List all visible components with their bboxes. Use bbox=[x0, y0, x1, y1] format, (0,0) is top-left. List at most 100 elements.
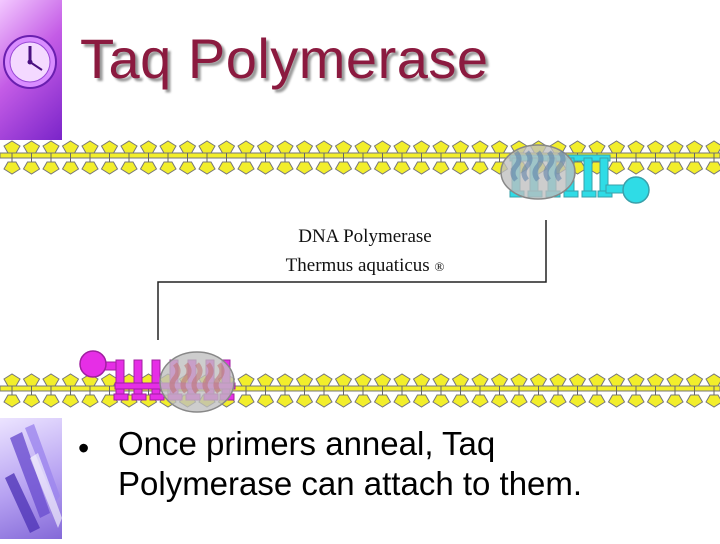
primer-nucleotide bbox=[133, 359, 143, 399]
nucleotide-upper bbox=[471, 140, 489, 154]
nucleotide-upper bbox=[705, 140, 720, 154]
nucleotide-upper bbox=[61, 140, 80, 154]
nucleotide-lower bbox=[295, 161, 314, 175]
bullet-marker: • bbox=[78, 430, 90, 466]
nucleotide-upper bbox=[432, 373, 450, 387]
polymerase-mark bbox=[213, 362, 225, 394]
nucleotide-lower bbox=[334, 161, 353, 175]
nucleotide-upper bbox=[139, 140, 158, 154]
nucleotide-upper bbox=[607, 140, 626, 154]
nucleotide-lower bbox=[666, 394, 684, 408]
nucleotide-lower bbox=[705, 394, 720, 408]
nucleotide-lower bbox=[588, 394, 606, 408]
top-nucleotides bbox=[3, 140, 720, 175]
nucleotide-lower bbox=[100, 161, 119, 175]
primer-bottom-units bbox=[113, 359, 235, 401]
nucleotide-upper bbox=[685, 140, 704, 154]
nucleotide-lower bbox=[276, 161, 294, 175]
nucleotide-lower bbox=[490, 161, 509, 175]
nucleotide-lower bbox=[471, 394, 489, 408]
nucleotide-upper bbox=[646, 373, 665, 387]
primer-foot bbox=[219, 393, 235, 401]
nucleotide-upper bbox=[373, 140, 392, 154]
nucleotide-lower bbox=[42, 394, 60, 408]
primer-top-units bbox=[509, 157, 613, 198]
polymerase-mark bbox=[510, 150, 522, 182]
primer-foot bbox=[203, 393, 219, 401]
nucleotide-upper bbox=[198, 140, 216, 154]
nucleotide-upper bbox=[3, 373, 21, 387]
nucleotide-lower bbox=[607, 394, 626, 408]
nucleotide-lower bbox=[120, 394, 138, 408]
nucleotide-lower bbox=[510, 161, 528, 175]
nucleotide-lower bbox=[159, 394, 177, 408]
nucleotide-lower bbox=[178, 161, 197, 175]
nucleotide-upper bbox=[22, 373, 41, 387]
nucleotide-lower bbox=[529, 161, 548, 175]
nucleotide-upper bbox=[81, 373, 99, 387]
nucleotide-lower bbox=[432, 394, 450, 408]
nucleotide-upper bbox=[549, 373, 567, 387]
primer-nucleotide bbox=[115, 359, 125, 399]
nucleotide-upper bbox=[42, 373, 60, 387]
nucleotide-upper bbox=[159, 140, 177, 154]
primer-foot bbox=[527, 190, 543, 198]
primer-nucleotide bbox=[187, 359, 197, 399]
primer-bottom bbox=[79, 350, 236, 401]
nucleotide-upper bbox=[120, 373, 138, 387]
nucleotide-lower bbox=[237, 394, 255, 408]
primer-nucleotide bbox=[205, 359, 215, 399]
nucleotide-upper bbox=[198, 373, 216, 387]
nucleotide-lower bbox=[627, 161, 645, 175]
nucleotide-lower bbox=[432, 161, 450, 175]
nucleotide-upper bbox=[42, 140, 60, 154]
corner-decoration-top bbox=[0, 0, 62, 140]
nucleotide-lower bbox=[276, 394, 294, 408]
taq-polymerase-bottom bbox=[159, 351, 235, 413]
primer-foot bbox=[581, 190, 597, 198]
nucleotide-upper bbox=[568, 140, 587, 154]
nucleotide-lower bbox=[120, 161, 138, 175]
polymerase-bottom-markings bbox=[169, 362, 225, 394]
nucleotide-upper bbox=[705, 373, 720, 387]
polymerase-mark bbox=[543, 150, 555, 182]
nucleotide-lower bbox=[81, 394, 99, 408]
nucleotide-lower bbox=[198, 394, 216, 408]
nucleotide-upper bbox=[568, 373, 587, 387]
primer-nucleotide bbox=[599, 157, 609, 196]
primer-nucleotide bbox=[511, 157, 521, 196]
nucleotide-lower bbox=[705, 161, 720, 175]
nucleotide-upper bbox=[178, 140, 197, 154]
nucleotide-lower bbox=[471, 161, 489, 175]
primer-foot bbox=[563, 190, 579, 198]
nucleotide-upper bbox=[354, 140, 372, 154]
nucleotide-upper bbox=[666, 373, 684, 387]
nucleotide-upper bbox=[607, 373, 626, 387]
nucleotide-lower bbox=[81, 161, 99, 175]
primer-foot bbox=[131, 393, 147, 401]
nucleotide-upper bbox=[100, 140, 119, 154]
nucleotide-upper bbox=[295, 140, 314, 154]
nucleotide-upper bbox=[22, 140, 41, 154]
primer-foot bbox=[149, 393, 165, 401]
nucleotide-lower bbox=[217, 161, 236, 175]
nucleotide-upper bbox=[334, 373, 353, 387]
nucleotide-lower bbox=[451, 394, 470, 408]
primer-top bbox=[509, 154, 650, 204]
nucleotide-lower bbox=[412, 161, 431, 175]
nucleotide-upper bbox=[529, 373, 548, 387]
nucleotide-upper bbox=[217, 140, 236, 154]
primer-nucleotide bbox=[169, 359, 179, 399]
nucleotide-upper bbox=[471, 373, 489, 387]
nucleotide-upper bbox=[354, 373, 372, 387]
primer-foot bbox=[167, 393, 183, 401]
nucleotide-lower bbox=[646, 394, 665, 408]
nucleotide-upper bbox=[451, 373, 470, 387]
primer-foot bbox=[545, 190, 561, 198]
nucleotide-lower bbox=[568, 394, 587, 408]
nucleotide-lower bbox=[393, 394, 411, 408]
nucleotide-lower bbox=[373, 394, 392, 408]
nucleotide-upper bbox=[178, 373, 197, 387]
nucleotide-upper bbox=[432, 140, 450, 154]
nucleotide-upper bbox=[81, 140, 99, 154]
